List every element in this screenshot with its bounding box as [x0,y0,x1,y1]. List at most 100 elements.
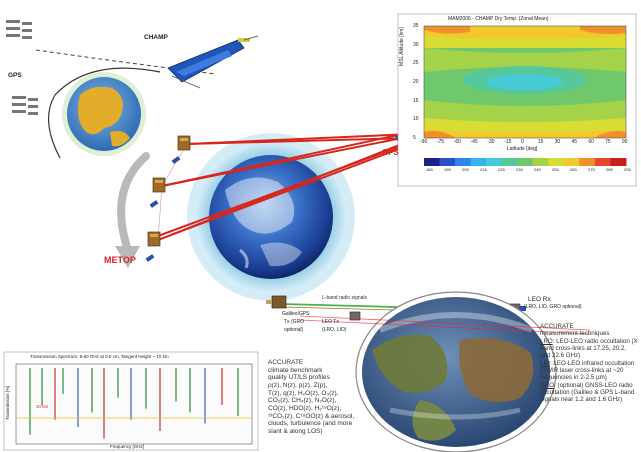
measure-intro-1: ACCURATE [540,323,574,330]
heatmap-ytick: 10 [413,116,419,123]
atmos-line: T(z), q(z), H₂O(z), O₃(z), [268,389,339,397]
heatmap-xtick: -30 [487,139,495,145]
leo-tx-label: LEO Tx [322,319,339,325]
measure-item: GRO: (optional) GNSS-LEO radio occultati… [540,382,638,404]
measure-intro-2: measurement techniques [540,330,610,338]
metop-satellite-icon [145,231,161,262]
lband-label: L-band radio signals [322,295,368,301]
heatmap-ylabel: MSL Altitude [km] [399,27,405,66]
spectrum-absorption-lines [29,368,239,439]
champ-orbit-line [35,49,216,75]
galileo-label: Galileo/GPS [282,311,310,317]
atmos-line: ACCURATE [268,359,304,366]
colorbar-tick: 205 [462,167,469,172]
galileo-satellite-icon [266,295,287,309]
leo-rx-label: LEO Rx [528,296,551,303]
measure-item-tag: LIO [540,359,550,367]
bottom-earth-icon [299,291,591,452]
measure-item-text: : LEO-LEO radio occultation (X band cros… [540,337,638,360]
gps-satellite-1-icon [171,135,191,164]
process-arrow-icon [115,152,150,268]
heatmap-xtick: -60 [453,139,461,145]
earth-globe-icon [187,133,355,301]
heatmap-xtick: -45 [470,139,478,145]
atmos-line: ¹³CO₂(z), C¹⁸OO(z) & aerosol, [268,412,355,420]
heatmap-xtick: -15 [504,139,512,145]
leo-tx-sub-label: (LRO, LIO) [322,327,347,333]
colorbar-tick: 265 [570,167,577,172]
heatmap-xlabel: Latitude [deg] [507,146,538,152]
gps-satellite-stack-bottom-icon [12,96,38,115]
measure-item-tag: GRO [540,381,555,389]
metop-label: METOP [104,255,136,265]
colorbar-segment [424,158,441,166]
champ-satellite-icon [167,35,259,89]
colorbar-tick: 285 [606,167,613,172]
colorbar-tick: 275 [588,167,595,172]
galileo-sub-label-2: optional) [284,327,304,333]
atmos-line: CO(z), HDO(z), H₂¹⁸O(z), [268,404,342,412]
heatmap-xtick: -75 [436,139,445,145]
heatmap-ytick: 20 [413,79,419,85]
colorbar-segment [486,158,503,166]
colorbar-segment [470,158,487,166]
measure-item-text: : (optional) GNSS-LEO radio occultation … [540,381,635,404]
heatmap-title: MAM2006 - CHAMP Dry Temp. (Zonal Mean) [448,16,549,22]
atmos-line: quality UT/LS profiles [268,374,330,382]
measure-item: LIO: LEO-LEO infrared occultation (SWIR … [540,360,638,382]
heatmap-ytick: 30 [413,41,419,48]
spectrum-ylabel: Transmission [%] [5,385,10,420]
colorbar-tick: 255 [552,167,559,172]
heatmap-xtick: 15 [537,139,544,145]
colorbar-segment [517,158,534,166]
heatmap-xtick: -90 [420,139,428,145]
heatmap-xtick: 0 [521,139,524,145]
transmission-spectrum-panel [3,351,259,451]
heatmap-ytick: 35 [413,23,419,29]
temperature-heatmap-panel [397,13,637,187]
colorbar-segment [594,158,611,166]
heatmap-ytick: 15 [413,97,419,104]
gps-orbit-arc [47,67,161,159]
colorbar-tick: 195 [444,167,451,172]
atmos-line: CO₂(z), CH₄(z), N₂O(z), [268,397,337,405]
leo-tx-satellite-icon [349,311,361,321]
colorbar-tick: 185 [426,167,433,172]
heatmap-xtick: 45 [571,139,578,145]
measure-item: LRO: LEO-LEO radio occultation (X band c… [540,338,638,360]
colorbar-segment [563,158,580,166]
colorbar-segment [579,158,596,166]
colorbar-segment [610,158,627,166]
colorbar-segment [548,158,565,166]
colorbar-tick: 245 [534,167,541,172]
gps-satellite-2-icon [149,177,166,208]
measure-item-text: : LEO-LEO infrared occultation (SWIR las… [540,359,635,382]
measure-items: LRO: LEO-LEO radio occultation (X band c… [540,338,638,404]
occultation-rays [157,131,413,241]
gps-left-label: GPS [8,72,22,79]
heatmap-ytick: 5 [413,135,416,141]
colorbar-segment [501,158,518,166]
spectrum-annotation: 10 km [36,404,49,409]
gps-right-label: GPS [382,148,399,157]
heatmap-xtick: 30 [554,139,561,145]
small-earth-icon [62,72,146,156]
colorbar-segment [439,158,456,166]
colorbar-tick: 295 [624,167,631,172]
galileo-sub-label-1: Tx (GRO [284,319,304,325]
heatmap-xtick: 90 [622,139,628,145]
heatmap-ytick: 25 [413,60,419,67]
atmos-line: clouds, turbulence (and more [268,420,353,428]
measurement-techniques-text: ACCURATE measurement techniques LRO: LEO… [540,323,638,403]
spectrum-xlabel: Frequency [GHz] [110,444,145,449]
atmos-line: slant & along LOS) [268,427,323,435]
measure-item-tag: LRO [540,337,553,345]
atmos-line: ρ(z), N(z), p(z), Z(p), [268,381,328,389]
colorbar-tick: 225 [498,167,505,172]
champ-label: CHAMP [144,34,168,41]
colorbar-segment [532,158,549,166]
gps-satellite-stack-top-icon [6,20,32,39]
heatmap-xtick: 75 [605,139,611,145]
